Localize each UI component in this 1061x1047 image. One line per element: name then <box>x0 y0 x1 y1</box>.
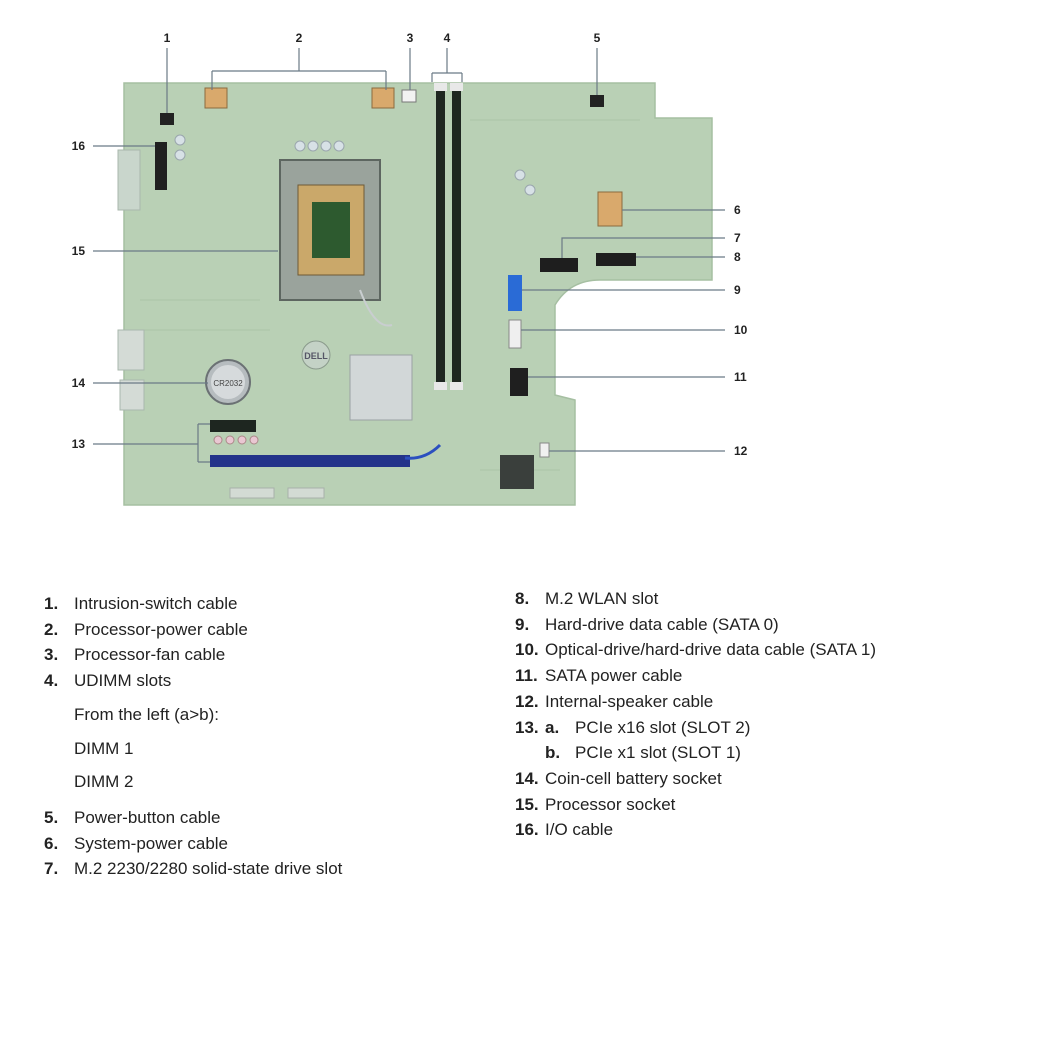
dimm-slot-2 <box>452 85 461 390</box>
capacitors <box>174 134 536 196</box>
dell-logo: DELL <box>301 340 331 370</box>
legend-left: 1.Intrusion-switch cable 2.Processor-pow… <box>44 591 504 882</box>
m2-ssd-slot <box>540 258 578 272</box>
internal-speaker-header <box>539 442 550 458</box>
legend-item-3: 3.Processor-fan cable <box>44 645 226 665</box>
legend-item-13a: 13.a.PCIe x16 slot (SLOT 2) <box>515 717 751 737</box>
legend-item-12: 12.Internal-speaker cable <box>515 691 714 711</box>
processor-fan-header <box>401 89 417 103</box>
svg-text:CR2032: CR2032 <box>213 379 243 388</box>
motherboard <box>123 82 713 506</box>
legend-item-4: 4.UDIMM slots <box>44 671 172 691</box>
processor-socket <box>279 159 393 327</box>
io-header <box>155 142 167 190</box>
legend-item-4-dimm1: DIMM 1 <box>74 738 134 758</box>
callout-9: 9 <box>734 283 741 297</box>
callout-5: 5 <box>594 31 601 45</box>
callout-6: 6 <box>734 203 741 217</box>
sata-1-connector <box>508 319 522 349</box>
m2-wlan-slot <box>596 253 636 266</box>
legend-item-10: 10.Optical-drive/hard-drive data cable (… <box>515 640 877 660</box>
sata-0-connector <box>508 275 522 311</box>
callout-15: 15 <box>72 244 86 258</box>
callout-14: 14 <box>72 376 86 390</box>
system-power-connector <box>597 191 623 227</box>
legend-item-7: 7.M.2 2230/2280 solid-state drive slot <box>44 859 343 879</box>
legend-item-6: 6.System-power cable <box>44 833 229 853</box>
sata-power-connector <box>510 368 528 396</box>
legend-item-4-note: From the left (a>b): <box>74 704 220 724</box>
board-sticker <box>287 487 325 499</box>
legend-item-2: 2.Processor-power cable <box>44 619 248 639</box>
chipset-heatsink <box>349 354 413 421</box>
coin-cell-battery: CR2032 <box>205 359 251 405</box>
dimm-latch <box>450 83 463 91</box>
svg-text:DELL: DELL <box>304 351 328 361</box>
processor-power-connector-1 <box>204 87 228 109</box>
callout-3: 3 <box>407 31 414 45</box>
legend-item-11: 11.SATA power cable <box>515 666 683 686</box>
dimm-slot-1 <box>436 85 445 390</box>
callout-16: 16 <box>72 139 86 153</box>
callout-8: 8 <box>734 250 741 264</box>
power-button-header <box>590 95 604 107</box>
callout-11: 11 <box>734 370 747 384</box>
pcie-x16-latch <box>404 443 442 460</box>
leader-2 <box>211 48 387 90</box>
callout-10: 10 <box>734 323 748 337</box>
callout-2: 2 <box>296 31 303 45</box>
legend-item-14: 14.Coin-cell battery socket <box>515 768 722 788</box>
pcie-x1-slot <box>210 420 256 432</box>
legend-item-8: 8.M.2 WLAN slot <box>515 589 659 608</box>
processor-power-connector-2 <box>371 87 395 109</box>
callout-4: 4 <box>444 31 451 45</box>
legend-right: 8.M.2 WLAN slot 9.Hard-drive data cable … <box>515 586 1035 843</box>
leader-4 <box>431 48 463 82</box>
legend-item-13b: b.PCIe x1 slot (SLOT 1) <box>545 743 741 763</box>
legend-item-15: 15.Processor socket <box>515 794 676 814</box>
rear-io-block <box>119 379 145 411</box>
callout-7: 7 <box>734 231 741 245</box>
rear-io-block <box>117 149 141 211</box>
board-traces <box>140 119 640 471</box>
pcie-x16-slot <box>210 455 410 467</box>
leader-7 <box>561 237 725 258</box>
dimm-latch <box>434 382 447 390</box>
legend-item-9: 9.Hard-drive data cable (SATA 0) <box>515 614 779 634</box>
leader-lines <box>93 48 725 463</box>
leader-13 <box>93 423 210 463</box>
board-sticker <box>229 487 275 499</box>
legend-item-4-dimm2: DIMM 2 <box>74 772 134 792</box>
chipset <box>500 455 534 489</box>
callout-1: 1 <box>164 31 171 45</box>
dimm-latch <box>434 83 447 91</box>
motherboard-diagram: DELL CR2032 <box>72 31 748 506</box>
callout-12: 12 <box>734 444 748 458</box>
rear-io-block <box>117 329 145 371</box>
callout-numbers: 1 2 3 4 5 6 7 8 9 10 11 12 13 14 15 16 <box>72 31 748 458</box>
callout-13: 13 <box>72 437 86 451</box>
legend-item-16: 16.I/O cable <box>515 820 614 840</box>
dimm-latch <box>450 382 463 390</box>
legend-item-1: 1.Intrusion-switch cable <box>44 594 238 613</box>
intrusion-switch-header <box>160 113 174 125</box>
legend-item-5: 5.Power-button cable <box>44 807 221 827</box>
pcie-x1-capacitors <box>213 435 259 445</box>
